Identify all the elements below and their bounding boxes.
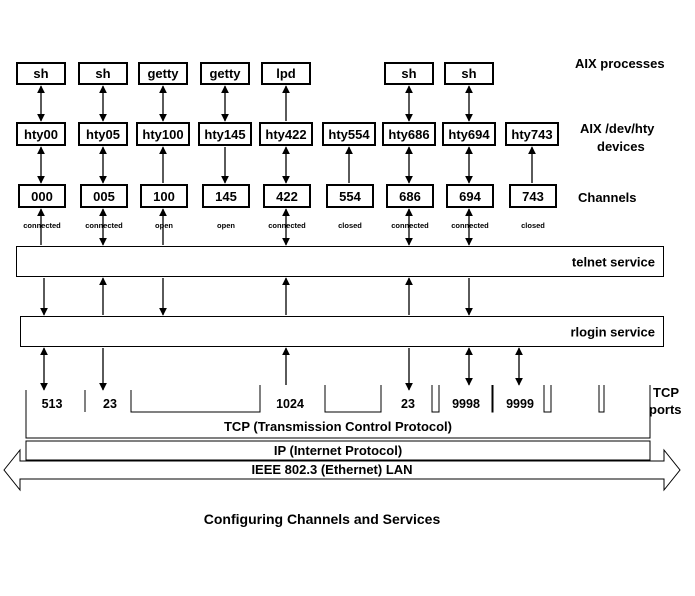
device-box-hty554: hty554	[322, 122, 376, 146]
tcp-label: TCP	[653, 385, 679, 400]
channel-box-145: 145	[202, 184, 250, 208]
aix-dev-hty-label: AIX /dev/hty	[580, 121, 655, 136]
channel-box-005: 005	[80, 184, 128, 208]
port-9998: 9998	[452, 397, 480, 411]
device-box-hty00: hty00	[16, 122, 66, 146]
channel-box-686: 686	[386, 184, 434, 208]
rlogin-service-label: rlogin service	[570, 324, 655, 339]
process-box-getty-2: getty	[200, 62, 250, 85]
port-513: 513	[41, 397, 63, 411]
device-box-hty05: hty05	[78, 122, 128, 146]
port-1024: 1024	[276, 397, 304, 411]
device-box-hty743: hty743	[505, 122, 559, 146]
channel-status-000: connected	[23, 221, 61, 230]
device-box-hty686: hty686	[382, 122, 436, 146]
device-box-hty694: hty694	[442, 122, 496, 146]
tcp-port-outline	[25, 385, 651, 439]
rlogin-service-box: rlogin service	[20, 316, 664, 347]
channel-status-422: connected	[268, 221, 306, 230]
channels-label: Channels	[578, 190, 637, 205]
channel-status-686: connected	[391, 221, 429, 230]
channel-status-554: closed	[338, 221, 362, 230]
diagram-caption: Configuring Channels and Services	[203, 511, 441, 527]
process-box-getty-1: getty	[138, 62, 188, 85]
port-9999: 9999	[506, 397, 534, 411]
tcp-layer-label: TCP (Transmission Control Protocol)	[223, 419, 453, 434]
process-box-lpd: lpd	[261, 62, 311, 85]
channel-status-743: closed	[521, 221, 545, 230]
telnet-service-box: telnet service	[16, 246, 664, 277]
channel-status-145: open	[217, 221, 235, 230]
channel-status-694: connected	[451, 221, 489, 230]
device-box-hty145: hty145	[198, 122, 252, 146]
aix-processes-label: AIX processes	[575, 56, 665, 71]
process-box-sh-1: sh	[16, 62, 66, 85]
lan-layer-label: IEEE 802.3 (Ethernet) LAN	[251, 462, 413, 477]
port-23-a: 23	[103, 397, 117, 411]
channel-status-005: connected	[85, 221, 123, 230]
channel-status-100: open	[155, 221, 173, 230]
aix-devices-label: devices	[597, 139, 645, 154]
channel-box-000: 000	[18, 184, 66, 208]
ports-label: ports	[649, 402, 682, 417]
telnet-service-label: telnet service	[571, 254, 655, 269]
channel-box-554: 554	[326, 184, 374, 208]
lan-double-arrow	[3, 448, 681, 492]
process-box-sh-2: sh	[78, 62, 128, 85]
channel-box-422: 422	[263, 184, 311, 208]
device-box-hty422: hty422	[259, 122, 313, 146]
channel-box-100: 100	[140, 184, 188, 208]
device-box-hty100: hty100	[136, 122, 190, 146]
process-box-sh-3: sh	[384, 62, 434, 85]
channel-box-694: 694	[446, 184, 494, 208]
ip-layer-box	[25, 440, 651, 461]
port-23-b: 23	[401, 397, 415, 411]
channel-box-743: 743	[509, 184, 557, 208]
process-box-sh-4: sh	[444, 62, 494, 85]
ip-layer-label: IP (Internet Protocol)	[273, 443, 403, 458]
